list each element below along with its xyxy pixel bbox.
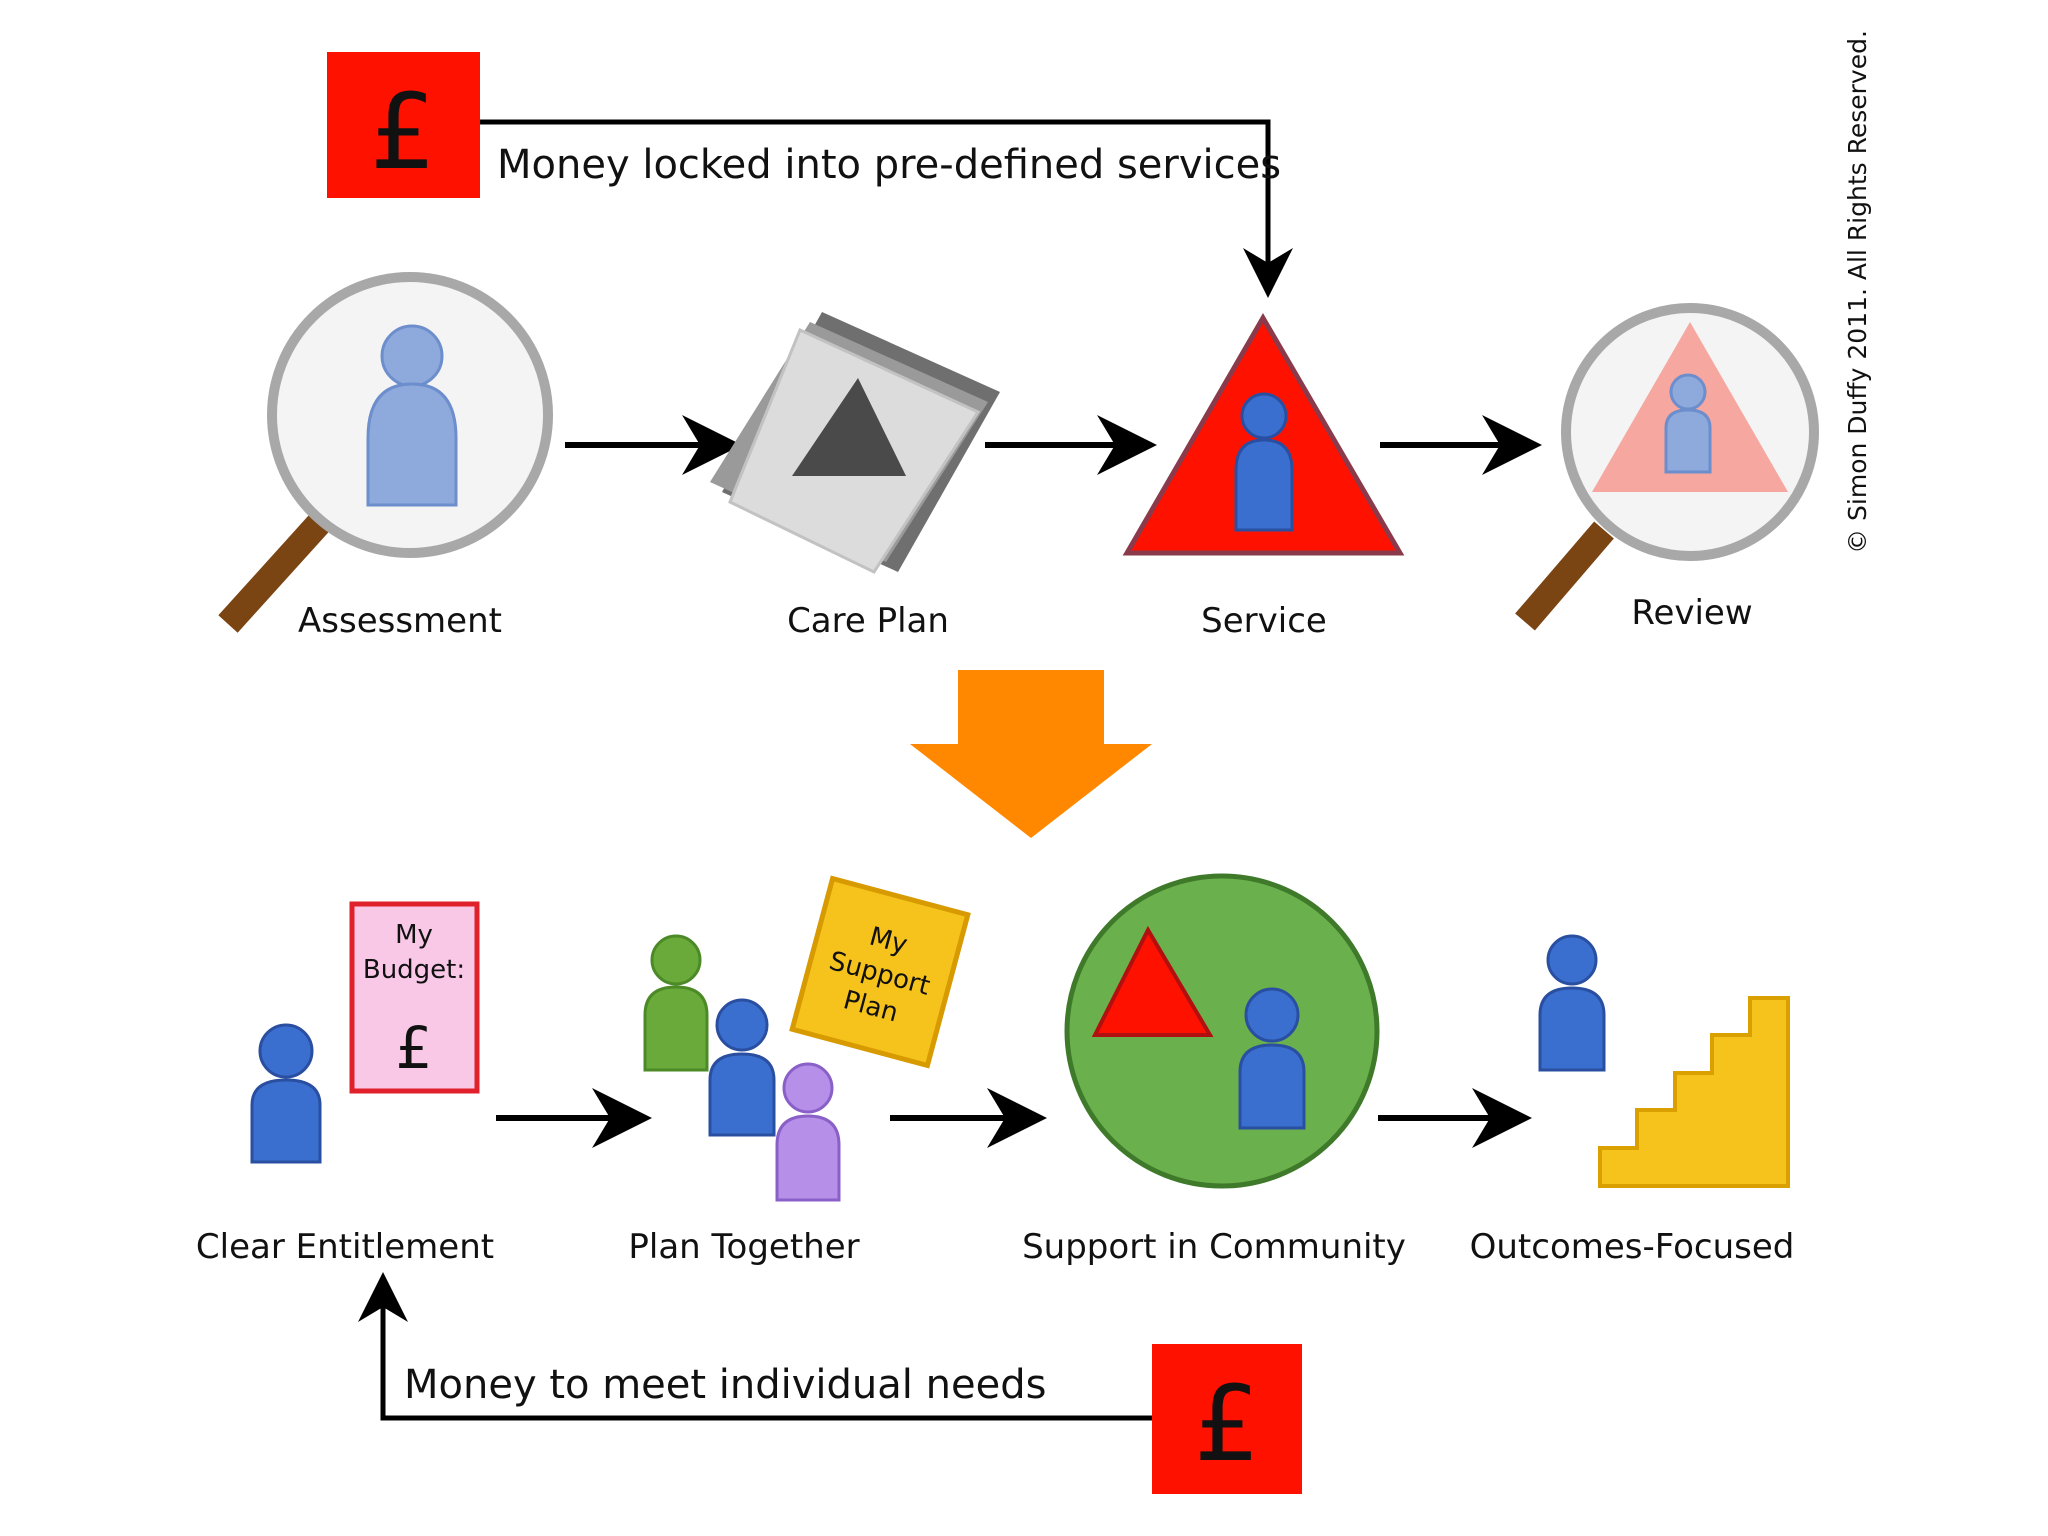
money-box-bottom: £ — [1152, 1344, 1302, 1494]
transition-arrow-icon — [910, 670, 1152, 838]
step-label-service: Service — [1201, 601, 1327, 641]
money-flow-arrow-bottom — [358, 1272, 1152, 1421]
money-box-top: £ — [327, 52, 480, 198]
assessment-icon — [218, 272, 553, 633]
my-support-plan-card: My Support Plan — [789, 875, 971, 1069]
people-group-icon — [643, 934, 841, 1202]
money-note-bottom: Money to meet individual needs — [404, 1362, 1046, 1408]
person-icon-entitlement — [250, 1023, 322, 1164]
person-icon-outcomes — [1538, 934, 1606, 1072]
copyright-notice: © Simon Duffy 2011. All Rights Reserved. — [1843, 30, 1872, 554]
stairs-icon — [1598, 996, 1790, 1188]
step-label-plan-together: Plan Together — [628, 1227, 859, 1267]
budget-card-line1: My — [395, 920, 433, 950]
service-icon — [1122, 313, 1405, 556]
step-label-assessment: Assessment — [298, 601, 502, 641]
my-budget-card: My Budget: £ — [349, 901, 480, 1094]
money-note-top: Money locked into pre-defined services — [497, 142, 1281, 188]
step-label-care-plan: Care Plan — [787, 601, 949, 641]
step-label-review: Review — [1631, 593, 1752, 633]
pound-sign-icon: £ — [396, 1014, 433, 1082]
review-icon — [1515, 303, 1819, 631]
community-icon — [1064, 873, 1380, 1189]
step-label-outcomes-focused: Outcomes-Focused — [1470, 1227, 1795, 1267]
budget-card-line2: Budget: — [363, 955, 465, 985]
step-label-clear-entitlement: Clear Entitlement — [196, 1227, 494, 1267]
care-plan-icon — [710, 312, 1000, 574]
money-flow-arrow-top — [480, 119, 1293, 298]
pound-sign-icon: £ — [370, 71, 436, 193]
step-label-support-in-community: Support in Community — [1022, 1227, 1406, 1267]
pound-sign-icon: £ — [1194, 1363, 1260, 1485]
